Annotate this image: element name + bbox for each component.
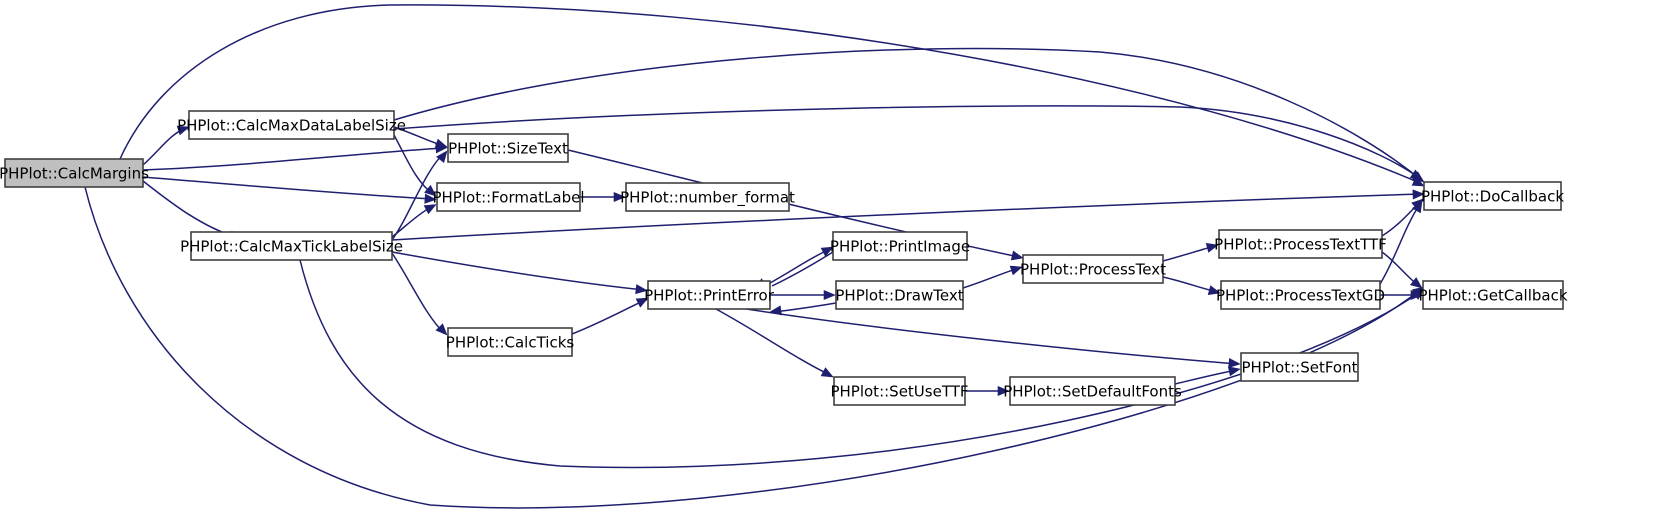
graph-node-processtextttf[interactable]: PHPlot::ProcessTextTTF xyxy=(1214,229,1387,259)
call-edge xyxy=(1174,366,1241,385)
call-edge xyxy=(1381,251,1423,289)
call-edge xyxy=(1162,276,1221,295)
node-box[interactable] xyxy=(188,110,395,140)
edge-arrowhead xyxy=(635,284,648,295)
graph-node-formatlabel[interactable]: PHPlot::FormatLabel xyxy=(432,182,585,212)
call-edge xyxy=(393,105,1423,181)
node-box[interactable] xyxy=(447,327,573,357)
call-edge xyxy=(715,308,834,378)
graph-node-printimage[interactable]: PHPlot::PrintImage xyxy=(830,231,970,261)
edge-arrowhead xyxy=(1207,285,1221,295)
call-edge xyxy=(393,47,1425,183)
call-edge xyxy=(962,265,1023,289)
graph-node-calcticks[interactable]: PHPlot::CalcTicks xyxy=(446,327,575,357)
call-edge xyxy=(391,252,448,336)
call-edge xyxy=(769,246,834,284)
graph-node-drawtext[interactable]: PHPlot::DrawText xyxy=(835,280,964,310)
edge-arrowhead xyxy=(820,367,834,378)
call-edge xyxy=(1379,200,1423,285)
graph-node-calcmaxdatalabelsize[interactable]: PHPlot::CalcMaxDataLabelSize xyxy=(177,110,406,140)
graph-node-setfont[interactable]: PHPlot::SetFont xyxy=(1240,352,1359,382)
node-box[interactable] xyxy=(1220,280,1381,310)
graph-node-number_format[interactable]: PHPlot::number_format xyxy=(620,182,795,212)
edge-arrowhead xyxy=(1205,243,1219,253)
edge-arrowhead xyxy=(423,204,437,215)
call-edge xyxy=(1162,243,1219,262)
edge-arrowhead xyxy=(613,191,626,203)
node-box[interactable] xyxy=(1422,280,1564,310)
edge-arrowhead xyxy=(1227,366,1241,377)
node-box[interactable] xyxy=(835,280,964,310)
edge-arrowhead xyxy=(1409,169,1423,181)
node-box[interactable] xyxy=(1022,254,1164,284)
graph-node-getcallback[interactable]: PHPlot::GetCallback xyxy=(1418,280,1568,310)
edge-arrowhead xyxy=(436,150,448,164)
call-edge xyxy=(580,191,626,203)
call-edge xyxy=(391,150,448,241)
call-edge xyxy=(391,189,1425,241)
node-box[interactable] xyxy=(1009,376,1176,406)
node-box[interactable] xyxy=(1423,181,1562,211)
graph-node-printerror[interactable]: PHPlot::PrintError xyxy=(644,280,775,310)
call-edge xyxy=(391,204,437,238)
edge-arrowhead xyxy=(1412,189,1425,200)
node-box-current[interactable] xyxy=(4,158,144,188)
call-edge xyxy=(142,143,448,171)
edge-arrowhead xyxy=(435,323,448,336)
call-edge xyxy=(393,126,448,149)
call-edge xyxy=(391,251,648,295)
node-box[interactable] xyxy=(1240,352,1359,382)
graph-node-setdefaultfonts[interactable]: PHPlot::SetDefaultFonts xyxy=(1003,376,1182,406)
graph-node-processtextgd[interactable]: PHPlot::ProcessTextGD xyxy=(1216,280,1385,310)
edge-arrowhead xyxy=(769,305,782,316)
edge-arrowhead xyxy=(424,193,437,204)
node-box[interactable] xyxy=(647,280,771,310)
graph-node-sizetext[interactable]: PHPlot::SizeText xyxy=(447,133,569,163)
graph-node-processtext[interactable]: PHPlot::ProcessText xyxy=(1020,254,1166,284)
edge-arrowhead xyxy=(1409,277,1423,289)
call-edge xyxy=(739,307,1241,369)
edge-arrowhead xyxy=(1228,357,1241,369)
call-edge xyxy=(1380,289,1423,301)
edge-layer xyxy=(84,4,1425,509)
call-edge xyxy=(142,125,190,166)
node-box[interactable] xyxy=(833,376,966,406)
call-edge xyxy=(571,297,649,335)
node-box[interactable] xyxy=(832,231,968,261)
graph-node-calcmargins[interactable]: PHPlot::CalcMargins xyxy=(0,158,149,188)
graph-node-docallback[interactable]: PHPlot::DoCallback xyxy=(1421,181,1564,211)
edge-arrowhead xyxy=(997,385,1010,397)
call-edge xyxy=(393,134,437,197)
graph-node-calcmaxticklabelsize[interactable]: PHPlot::CalcMaxTickLabelSize xyxy=(180,231,403,261)
edge-arrowhead xyxy=(635,297,649,308)
edge-arrowhead xyxy=(1410,289,1423,301)
graph-node-setusettf[interactable]: PHPlot::SetUseTTF xyxy=(830,376,969,406)
node-layer: PHPlot::CalcMargins PHPlot::CalcMaxDataLa… xyxy=(0,110,1568,406)
edge-arrowhead xyxy=(424,184,437,197)
edge-arrowhead xyxy=(1009,265,1023,276)
node-box[interactable] xyxy=(625,182,790,212)
edge-arrowhead xyxy=(820,246,834,257)
call-edge xyxy=(119,4,1425,187)
edge-arrowhead xyxy=(1411,200,1423,214)
call-edge xyxy=(770,289,836,301)
edge-arrowhead xyxy=(434,138,448,149)
edge-arrowhead xyxy=(176,125,190,136)
node-box[interactable] xyxy=(436,182,581,212)
node-box[interactable] xyxy=(447,133,569,163)
node-box[interactable] xyxy=(1218,229,1383,259)
edge-arrowhead xyxy=(1010,250,1024,261)
node-box[interactable] xyxy=(190,231,393,261)
edge-arrowhead xyxy=(823,289,836,301)
call-edge xyxy=(142,176,437,204)
call-edge xyxy=(965,385,1010,397)
call-edge xyxy=(1381,198,1424,237)
